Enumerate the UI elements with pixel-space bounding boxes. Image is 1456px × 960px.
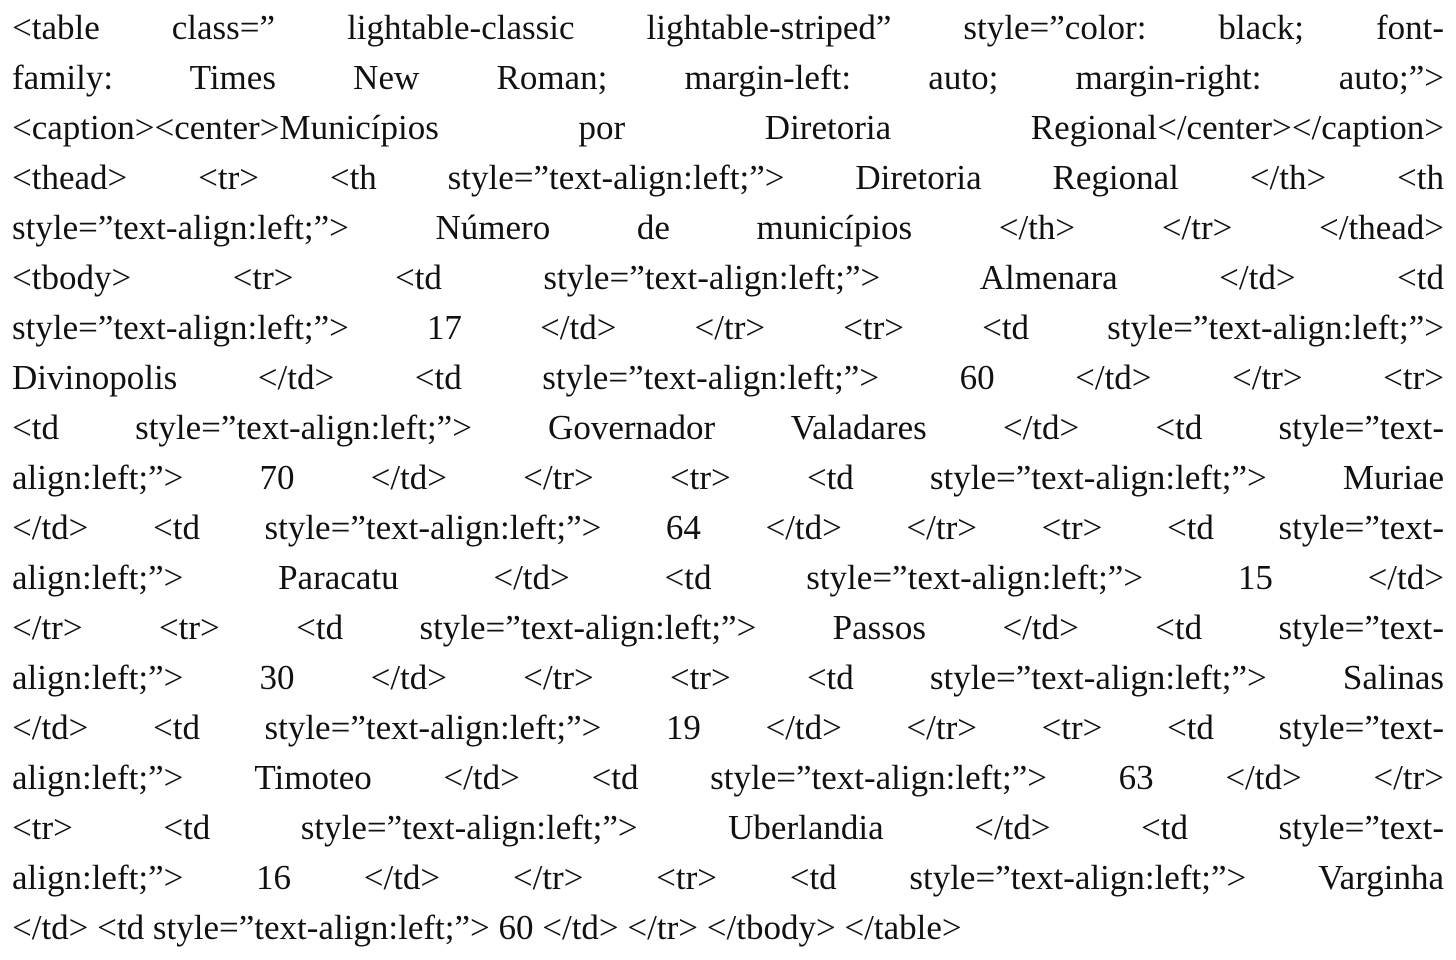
text-line: <caption><center>Municípios por Diretori… bbox=[12, 108, 1444, 147]
text-line: Divinopolis </td> <td style=”text-align:… bbox=[12, 358, 1444, 397]
text-line: family: Times New Roman; margin-left: au… bbox=[12, 58, 1444, 97]
text-line: <td style=”text-align:left;”> Governador… bbox=[12, 408, 1444, 447]
text-line: </tr> <tr> <td style=”text-align:left;”>… bbox=[12, 608, 1444, 647]
text-line: align:left;”> 16 </td> </tr> <tr> <td st… bbox=[12, 858, 1444, 897]
text-line: </td> <td style=”text-align:left;”> 19 <… bbox=[12, 708, 1444, 747]
text-line: </td> <td style=”text-align:left;”> 64 <… bbox=[12, 508, 1444, 547]
text-line: align:left;”> 70 </td> </tr> <tr> <td st… bbox=[12, 458, 1444, 497]
text-line: <table class=” lightable-classic lightab… bbox=[12, 8, 1444, 47]
text-line: </td> <td style=”text-align:left;”> 60 <… bbox=[12, 908, 962, 947]
text-line: align:left;”> 30 </td> </tr> <tr> <td st… bbox=[12, 658, 1444, 697]
text-line: <tr> <td style=”text-align:left;”> Uberl… bbox=[12, 808, 1444, 847]
text-line: align:left;”> Timoteo </td> <td style=”t… bbox=[12, 758, 1444, 797]
text-line: <tbody> <tr> <td style=”text-align:left;… bbox=[12, 258, 1444, 297]
text-line: <thead> <tr> <th style=”text-align:left;… bbox=[12, 158, 1444, 197]
text-line: style=”text-align:left;”> 17 </td> </tr>… bbox=[12, 308, 1444, 347]
text-line: style=”text-align:left;”> Número de muni… bbox=[12, 208, 1444, 247]
text-line: align:left;”> Paracatu </td> <td style=”… bbox=[12, 558, 1444, 597]
